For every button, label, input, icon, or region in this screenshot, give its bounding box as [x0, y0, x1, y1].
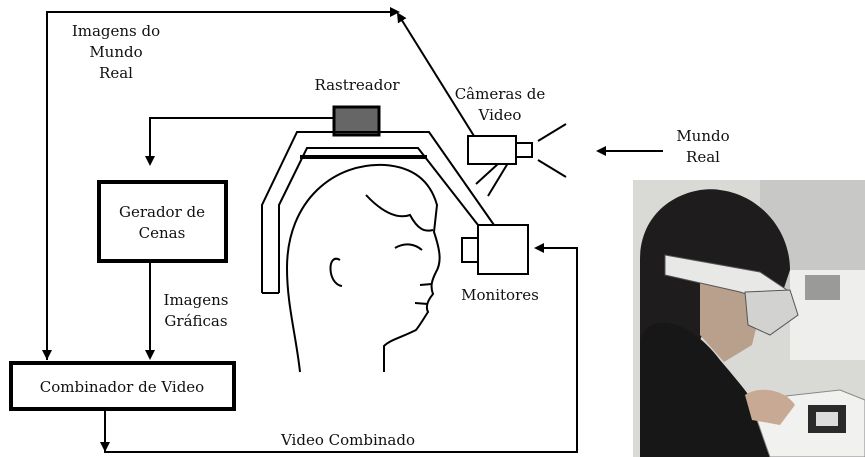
- graphic-images-line-2: Gráficas: [164, 312, 227, 330]
- graphic-images-line-1: Imagens: [164, 291, 229, 309]
- monitors-label: Monitores: [461, 286, 539, 304]
- video-cameras-label: Câmeras de Video: [455, 85, 546, 124]
- video-camera-icon: [467, 123, 567, 178]
- real-world-label: Mundo Real: [676, 127, 729, 166]
- video-combiner-box: [9, 361, 236, 411]
- video-cameras-line-2: Video: [478, 106, 522, 124]
- scene-generator-line-1: Gerador de: [119, 203, 205, 221]
- real-world-images-label: Imagens do Mundo Real: [72, 22, 160, 82]
- real-world-images-line-3: Real: [99, 64, 133, 82]
- user-with-hmd-photo: [633, 180, 865, 457]
- tracker-to-generator-arrow: [145, 117, 334, 166]
- scene-generator-box: [97, 180, 228, 263]
- video-combiner-label: Combinador de Video: [40, 378, 204, 396]
- real-world-line-1: Mundo: [676, 127, 729, 145]
- scene-generator-line-2: Cenas: [139, 224, 186, 242]
- head-profile-drawing: [285, 163, 441, 373]
- real-world-images-line-2: Mundo: [89, 43, 142, 61]
- monitor-icon: [461, 224, 529, 275]
- combined-video-label: Video Combinado: [280, 431, 415, 449]
- camera-to-top-arrow: [396, 12, 475, 137]
- tracker-label: Rastreador: [314, 76, 400, 94]
- combined-video-line: [104, 247, 578, 453]
- head-mounted-frame: [261, 131, 509, 294]
- real-world-line-2: Real: [686, 148, 720, 166]
- tracker-box: [332, 105, 381, 137]
- video-cameras-line-1: Câmeras de: [455, 85, 546, 103]
- real-world-images-line-1: Imagens do: [72, 22, 160, 40]
